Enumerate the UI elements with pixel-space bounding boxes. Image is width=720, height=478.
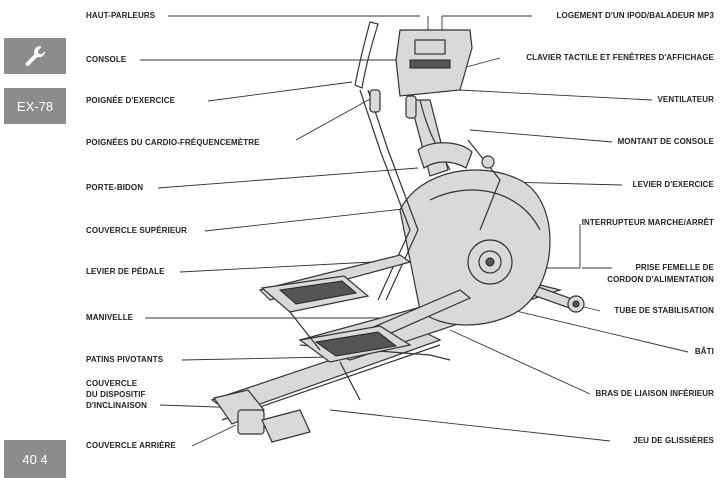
page-number-tab: 40 4 — [4, 440, 66, 478]
label-rail-set: JEU DE GLISSIÈRES — [633, 436, 714, 445]
wrench-icon — [25, 46, 46, 66]
label-keypad-displays: CLAVIER TACTILE ET FENÊTRES D'AFFICHAGE — [526, 53, 714, 62]
label-incline-cover-3: D'INCLINAISON — [86, 401, 147, 410]
model-name: EX-78 — [16, 98, 54, 114]
label-speakers: HAUT-PARLEURS — [86, 11, 156, 20]
label-pulse-grips: POIGNÉES DU CARDIO-FRÉQUENCEMÈTRE — [86, 138, 260, 147]
label-crank: MANIVELLE — [86, 313, 134, 322]
machine-illustration — [210, 21, 585, 443]
label-pivot-pads: PATINS PIVOTANTS — [86, 355, 164, 364]
label-rear-cover: COUVERCLE ARRIÈRE — [86, 441, 176, 450]
label-incline-cover-1: COUVERCLE — [86, 379, 138, 388]
label-power-socket-2: CORDON D'ALIMENTATION — [607, 275, 714, 284]
label-ipod-dock: LOGEMENT D'UN IPOD/BALADEUR MP3 — [556, 11, 714, 20]
page-number: 40 4 — [22, 451, 48, 467]
label-top-cover: COUVERCLE SUPÉRIEUR — [86, 226, 188, 235]
label-pedal-lever: LEVIER DE PÉDALE — [86, 267, 165, 276]
label-power-switch: INTERRUPTEUR MARCHE/ARRÊT — [581, 218, 714, 227]
label-exercise-lever: LEVIER D'EXERCICE — [632, 180, 714, 189]
label-console-mast: MONTANT DE CONSOLE — [617, 137, 714, 146]
label-console: CONSOLE — [86, 55, 127, 64]
model-tab: EX-78 — [4, 88, 66, 124]
label-lower-link-arm: BRAS DE LIAISON INFÉRIEUR — [595, 389, 714, 398]
label-bottle-holder: PORTE-BIDON — [86, 183, 144, 192]
label-exercise-handle: POIGNÉE D'EXERCICE — [86, 96, 176, 105]
label-fan: VENTILATEUR — [657, 95, 714, 104]
label-incline-cover-2: DU DISPOSITIF — [86, 390, 146, 399]
label-stabilizer-tube: TUBE DE STABILISATION — [614, 306, 714, 315]
label-frame: BÂTI — [694, 347, 714, 356]
wrench-tab — [4, 38, 66, 74]
label-power-socket-1: PRISE FEMELLE DE — [635, 263, 714, 272]
